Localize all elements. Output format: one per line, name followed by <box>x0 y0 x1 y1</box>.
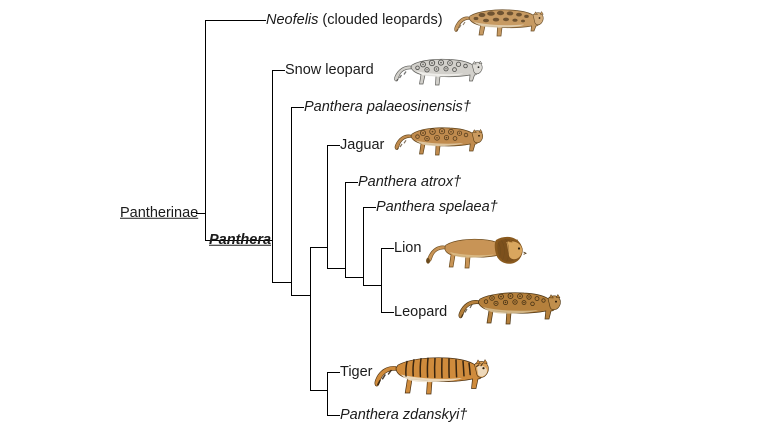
taxon-label-palaeosinensis: Panthera palaeosinensis† <box>304 100 471 115</box>
taxon-dagger-palaeosinensis: † <box>462 98 471 115</box>
branch-neofelis <box>205 20 266 21</box>
taxon-label-tiger: Tiger <box>340 365 373 380</box>
taxon-label-leopard: Leopard <box>394 305 447 320</box>
jaguar-image <box>392 118 488 162</box>
taxon-name-tiger: Tiger <box>340 363 373 380</box>
taxon-label-zdanskyi: Panthera zdanskyi† <box>340 408 467 423</box>
lion-svg <box>426 236 527 269</box>
branch-to-tiger-clade <box>310 390 328 391</box>
branch-jaguar <box>327 145 340 146</box>
lion-image <box>424 227 528 277</box>
branch-to-lion-leopard-node <box>363 285 382 286</box>
node-atrox-vertical <box>345 182 346 278</box>
taxon-label-lion: Lion <box>394 241 421 256</box>
snow-leopard-svg <box>394 58 483 86</box>
taxon-label-spelaea: Panthera spelaea† <box>376 200 498 215</box>
branch-to-jaguar-clade <box>310 247 328 248</box>
taxon-dagger-zdanskyi: † <box>459 406 468 423</box>
tiger-svg <box>374 357 489 395</box>
taxon-name-atrox: Panthera atrox <box>358 173 454 190</box>
node-spelaea-vertical <box>363 207 364 286</box>
branch-to-split-node <box>291 295 311 296</box>
branch-leopard <box>381 312 394 313</box>
node-lion-leopard-vertical <box>381 248 382 313</box>
taxon-name-spelaea: Panthera spelaea <box>376 198 490 215</box>
taxon-label-neofelis: Neofelis (clouded leopards) <box>266 13 443 28</box>
leopard-image <box>456 283 566 333</box>
taxon-label-snow-leopard: Snow leopard <box>285 63 374 78</box>
taxon-name-lion: Lion <box>394 239 422 256</box>
branch-atrox <box>345 182 358 183</box>
taxon-label-atrox: Panthera atrox† <box>358 175 461 190</box>
taxon-dagger-spelaea: † <box>489 198 498 215</box>
branch-spelaea <box>363 207 376 208</box>
clouded-leopard-svg <box>454 9 544 37</box>
node-jaguar-clade-vertical <box>327 145 328 269</box>
branch-root-stem <box>196 213 206 214</box>
branch-panthera <box>205 240 273 241</box>
node-split-vertical <box>310 247 311 391</box>
branch-to-palaeo-node <box>272 282 292 283</box>
taxon-name-palaeosinensis: Panthera palaeosinensis <box>304 98 463 115</box>
node-palaeo-vertical <box>291 107 292 296</box>
branch-to-atrox-node <box>327 268 346 269</box>
clade-label-panthera: Panthera <box>209 231 272 248</box>
branch-to-spelaea-node <box>345 277 364 278</box>
taxon-name-jaguar: Jaguar <box>340 136 385 153</box>
taxon-name-snow-leopard: Snow leopard <box>285 61 374 78</box>
taxon-suffix-neofelis: (clouded leopards) <box>318 11 443 28</box>
node-tiger-clade-vertical <box>327 372 328 416</box>
taxon-name-zdanskyi: Panthera zdanskyi <box>340 406 460 423</box>
clade-label-pantherinae: Pantherinae <box>120 204 199 221</box>
branch-lion <box>381 248 394 249</box>
taxon-dagger-atrox: † <box>453 173 462 190</box>
taxon-name-leopard: Leopard <box>394 303 448 320</box>
jaguar-svg <box>394 127 484 156</box>
branch-snow-leopard <box>272 70 285 71</box>
snow-leopard-image <box>392 49 488 93</box>
clouded-leopard-image <box>452 0 552 46</box>
branch-tiger <box>327 372 340 373</box>
tiger-image <box>372 347 490 403</box>
leopard-svg <box>458 292 561 325</box>
branch-zdanskyi <box>327 415 340 416</box>
branch-palaeosinensis <box>291 107 304 108</box>
node-panthera-vertical <box>272 70 273 283</box>
taxon-label-jaguar: Jaguar <box>340 138 384 153</box>
node-pantherinae-vertical <box>205 20 206 241</box>
taxon-name-neofelis: Neofelis <box>266 11 319 28</box>
